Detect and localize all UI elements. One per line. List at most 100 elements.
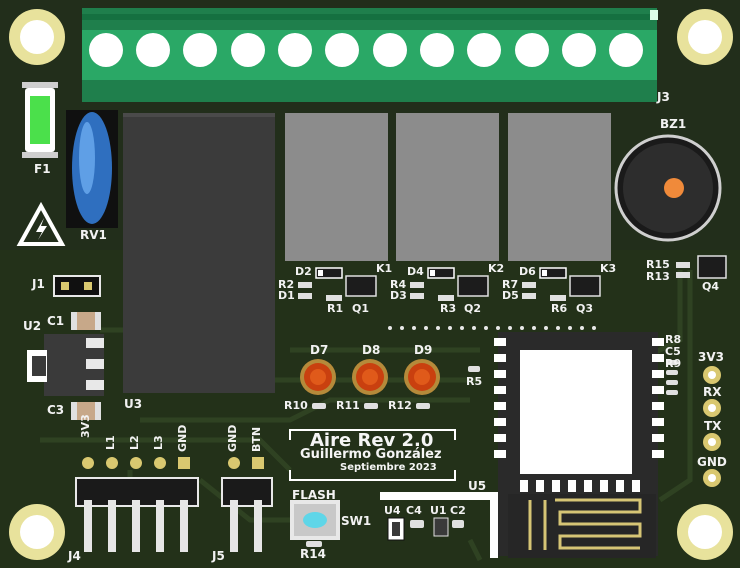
ref-d7: D7: [310, 343, 329, 357]
via-row: [388, 326, 596, 330]
smd-parts-k3: [522, 267, 601, 301]
pin-3v3-right: 3V3: [698, 350, 724, 364]
jumper-j1: [53, 275, 101, 297]
capacitor-c1: [71, 312, 101, 330]
pin-gnd-right: GND: [697, 455, 727, 469]
smd-parts-q4: [676, 255, 727, 279]
ref-k3: K3: [600, 262, 617, 275]
j5-pin-gnd: GND: [226, 424, 239, 452]
ref-r2: R2: [278, 278, 295, 291]
small-ics: [387, 517, 464, 541]
smd-parts-k1: [298, 267, 377, 301]
ref-d1: D1: [278, 289, 295, 302]
ref-q3: Q3: [576, 302, 594, 315]
ref-r9: R9: [665, 357, 682, 370]
ref-c1: C1: [47, 314, 65, 328]
ref-j5: J5: [212, 549, 225, 563]
ref-u1: U1: [430, 504, 447, 517]
j4-pin-l2: L2: [128, 435, 141, 450]
mounting-hole-br: [677, 504, 733, 560]
capacitor-c3: [71, 402, 101, 420]
j4-pin-l3: L3: [152, 435, 165, 450]
header-j5: [221, 457, 273, 552]
fuse-f1: [22, 82, 58, 158]
ref-r4: R4: [390, 278, 407, 291]
flash-button-sw1[interactable]: [290, 500, 340, 540]
pin-rx-right: RX: [703, 385, 722, 399]
ref-r11: R11: [336, 399, 360, 412]
uart-header-pads: [703, 366, 721, 487]
ref-d3: D3: [390, 289, 407, 302]
j4-pin-gnd: GND: [176, 424, 189, 452]
ref-c4: C4: [406, 504, 422, 517]
silk-outline-bar: [380, 492, 498, 500]
ref-q1: Q1: [352, 302, 370, 315]
ref-r6: R6: [551, 302, 568, 315]
ref-c3: C3: [47, 403, 65, 417]
ref-u2: U2: [23, 319, 42, 333]
ref-r15: R15: [646, 258, 670, 271]
ref-r14: R14: [300, 547, 326, 561]
regulator-u2: [27, 334, 104, 396]
ref-c5: C5: [665, 345, 681, 358]
j4-pin-l1: L1: [104, 435, 117, 450]
board-author: Guillermo González: [300, 447, 442, 462]
board-date: Septiembre 2023: [340, 462, 437, 473]
ref-r7: R7: [502, 278, 519, 291]
ref-c2: C2: [450, 504, 466, 517]
ref-u4: U4: [384, 504, 401, 517]
power-module-u3: [123, 113, 275, 393]
ref-u5: U5: [468, 479, 487, 493]
side-resistors: [666, 360, 678, 395]
ref-q4: Q4: [702, 280, 720, 293]
j5-pin-btn: BTN: [250, 426, 263, 452]
ref-d5: D5: [502, 289, 519, 302]
led-d8: [352, 359, 388, 395]
ref-d6: D6: [519, 265, 536, 278]
ref-sw1: SW1: [341, 514, 372, 528]
led-d9: [404, 359, 440, 395]
ref-k2: K2: [488, 262, 505, 275]
pin-tx-right: TX: [704, 419, 722, 433]
ref-u3: U3: [124, 397, 143, 411]
ref-d4: D4: [407, 265, 424, 278]
relay-k2: [396, 113, 499, 261]
ref-d2: D2: [295, 265, 312, 278]
varistor-rv1: [66, 110, 118, 228]
ref-r10: R10: [284, 399, 308, 412]
ref-rv1: RV1: [80, 228, 107, 242]
header-j4: [75, 457, 199, 552]
mounting-hole-bl: [9, 504, 65, 560]
smd-parts-k2: [410, 267, 489, 301]
title-frame: [289, 429, 456, 440]
ref-r5: R5: [466, 375, 483, 388]
relay-k1: [285, 113, 388, 261]
ref-r8: R8: [665, 333, 682, 346]
mounting-hole-tl: [9, 9, 65, 65]
ref-r3: R3: [440, 302, 457, 315]
led-d7: [300, 359, 336, 395]
flash-label: FLASH: [292, 488, 336, 502]
ref-j4: J4: [68, 549, 81, 563]
ref-r1: R1: [327, 302, 344, 315]
ref-j3: J3: [657, 90, 670, 104]
ref-bz1: BZ1: [660, 117, 687, 131]
ref-k1: K1: [376, 262, 393, 275]
ref-r12: R12: [388, 399, 412, 412]
ref-d9: D9: [414, 343, 433, 357]
board-title-block: Aire Rev 2.0 Guillermo González Septiemb…: [288, 430, 460, 480]
led-resistors: [312, 366, 480, 409]
relay-k3: [508, 113, 611, 261]
terminal-block-j3: [82, 8, 658, 102]
ref-q2: Q2: [464, 302, 482, 315]
wifi-module-u5: [490, 332, 664, 558]
j4-pin-3v3: 3V3: [79, 414, 92, 438]
board-title: Aire Rev 2.0: [310, 430, 434, 451]
high-voltage-warning-icon: [16, 201, 66, 246]
ref-f1: F1: [34, 162, 51, 176]
buzzer-bz1: [614, 134, 722, 242]
ref-d8: D8: [362, 343, 381, 357]
ref-r13: R13: [646, 270, 670, 283]
mounting-hole-tr: [677, 9, 733, 65]
